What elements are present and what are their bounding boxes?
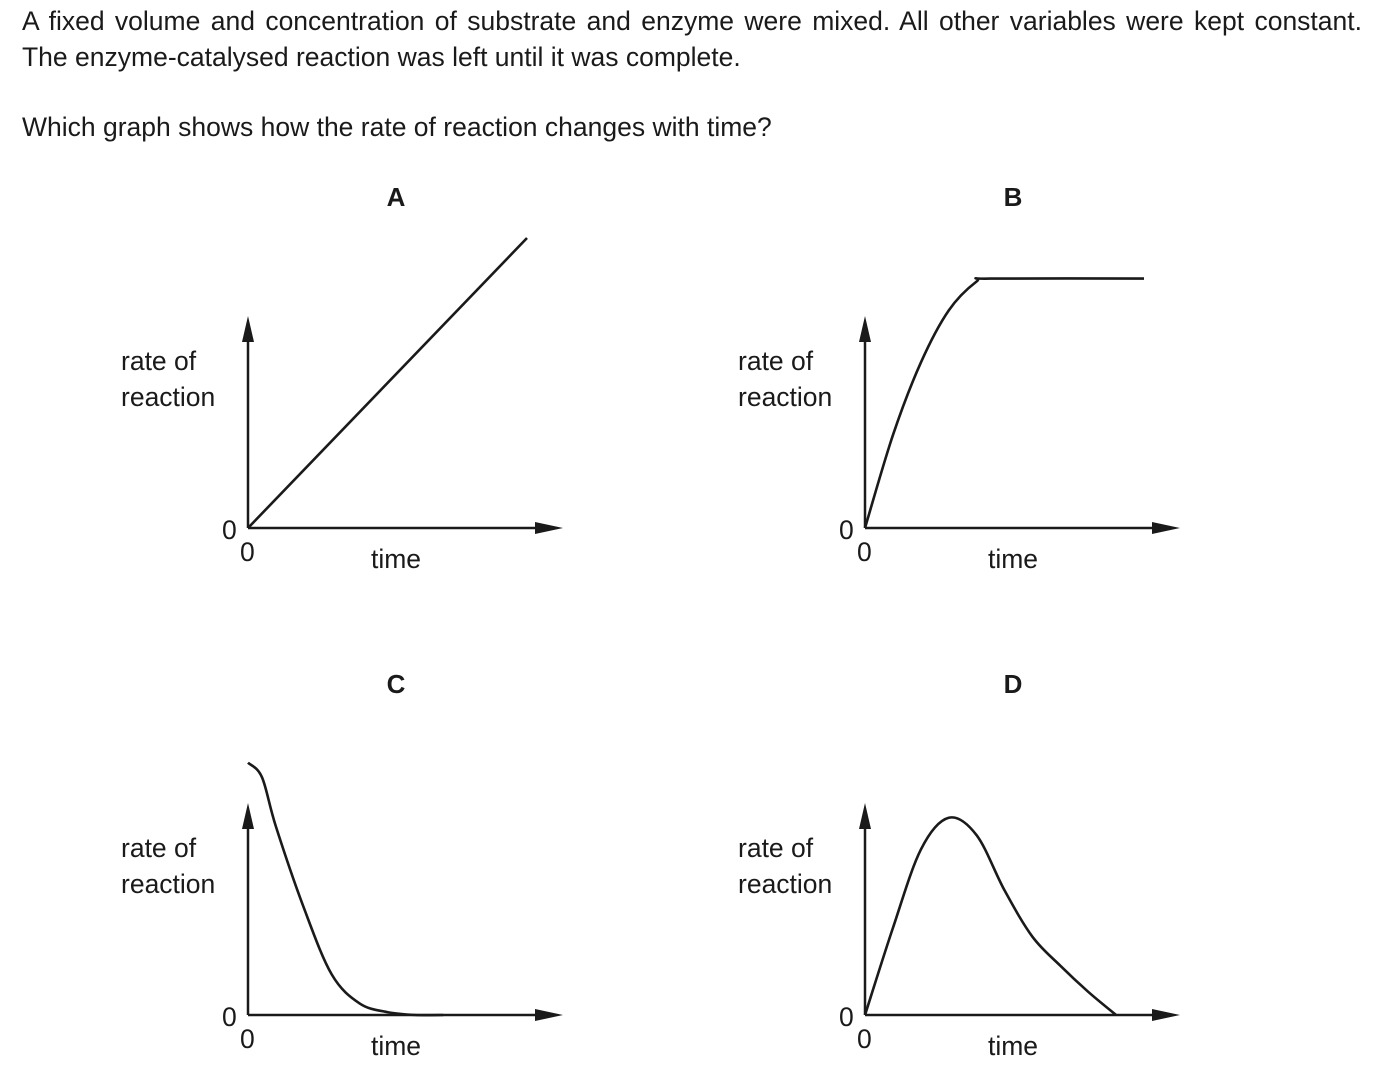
graph-title: A <box>387 182 406 212</box>
x-origin-tick-label: 0 <box>857 537 872 567</box>
x-origin-tick-label: 0 <box>240 1024 255 1054</box>
y-origin-tick-label: 0 <box>839 515 854 545</box>
data-curve <box>863 276 1145 529</box>
y-axis-label: rate of <box>121 833 197 863</box>
data-curve <box>247 237 528 529</box>
x-axis-arrow-icon <box>1152 1009 1180 1021</box>
data-curve <box>863 816 1117 1016</box>
y-axis-label: rate of <box>121 346 197 376</box>
y-axis-label: reaction <box>121 382 215 412</box>
y-axis-label: reaction <box>738 869 832 899</box>
y-axis-label: reaction <box>121 869 215 899</box>
y-axis-label: reaction <box>738 382 832 412</box>
y-axis-arrow-icon <box>242 803 254 829</box>
y-axis-arrow-icon <box>859 316 871 342</box>
x-axis-label: time <box>371 544 421 574</box>
x-axis-label: time <box>988 1031 1038 1061</box>
y-origin-tick-label: 0 <box>222 515 237 545</box>
x-axis-arrow-icon <box>1152 522 1180 534</box>
y-axis-arrow-icon <box>242 316 254 342</box>
x-axis-label: time <box>371 1031 421 1061</box>
y-axis-label: rate of <box>738 346 814 376</box>
question-prompt: Which graph shows how the rate of reacti… <box>22 112 772 142</box>
y-origin-tick-label: 0 <box>222 1002 237 1032</box>
x-origin-tick-label: 0 <box>857 1024 872 1054</box>
question-stem: A fixed volume and concentration of subs… <box>22 6 1362 72</box>
x-axis-label: time <box>988 544 1038 574</box>
y-axis-label: rate of <box>738 833 814 863</box>
y-axis-arrow-icon <box>859 803 871 829</box>
data-curve <box>247 761 444 1017</box>
graph-title: C <box>387 669 406 699</box>
y-origin-tick-label: 0 <box>839 1002 854 1032</box>
x-axis-arrow-icon <box>535 522 563 534</box>
graph-title: B <box>1004 182 1023 212</box>
graph-title: D <box>1004 669 1023 699</box>
x-axis-arrow-icon <box>535 1009 563 1021</box>
x-origin-tick-label: 0 <box>240 537 255 567</box>
